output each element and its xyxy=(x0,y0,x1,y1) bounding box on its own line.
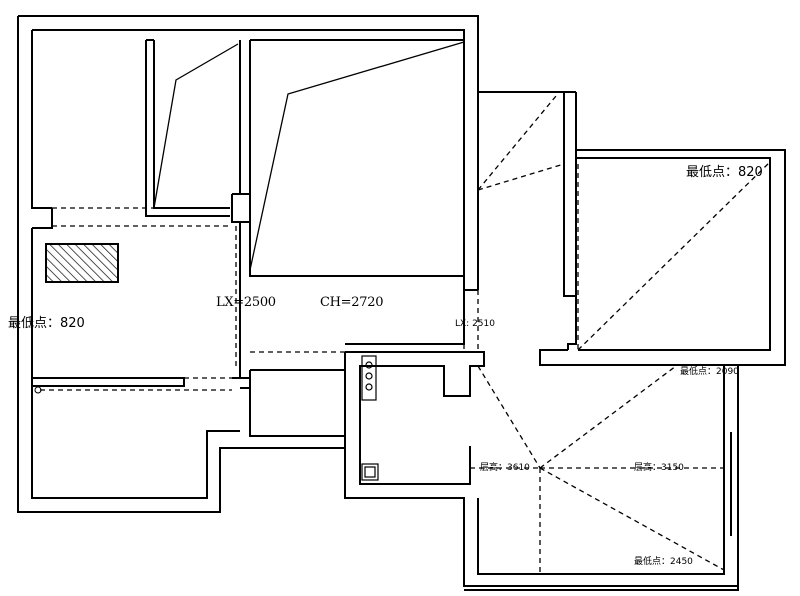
slope-lines xyxy=(153,41,465,271)
stove-icon xyxy=(361,355,377,401)
hatched-block xyxy=(45,243,119,283)
exterior-wall xyxy=(17,15,739,587)
label-height-right: 层高：3150 xyxy=(634,463,684,473)
right-wing-walls xyxy=(345,82,786,591)
interior-walls xyxy=(32,39,485,498)
label-lowest-right-mid: 最低点：2090 xyxy=(680,367,739,377)
label-lowest-bottom: 最低点：2450 xyxy=(634,557,693,567)
sink-icon xyxy=(361,463,379,481)
label-height-left: 层高：3610 xyxy=(480,463,530,473)
label-lowest-left: 最低点：820 xyxy=(8,316,85,331)
label-ch: CH=2720 xyxy=(320,295,384,310)
label-lx-left: LX=2500 xyxy=(216,295,276,310)
label-lx-mid: LX: 2510 xyxy=(455,319,495,329)
label-lowest-right-top: 最低点：820 xyxy=(686,165,763,180)
dashed-lines xyxy=(40,95,771,574)
pipe-marker xyxy=(34,386,42,394)
